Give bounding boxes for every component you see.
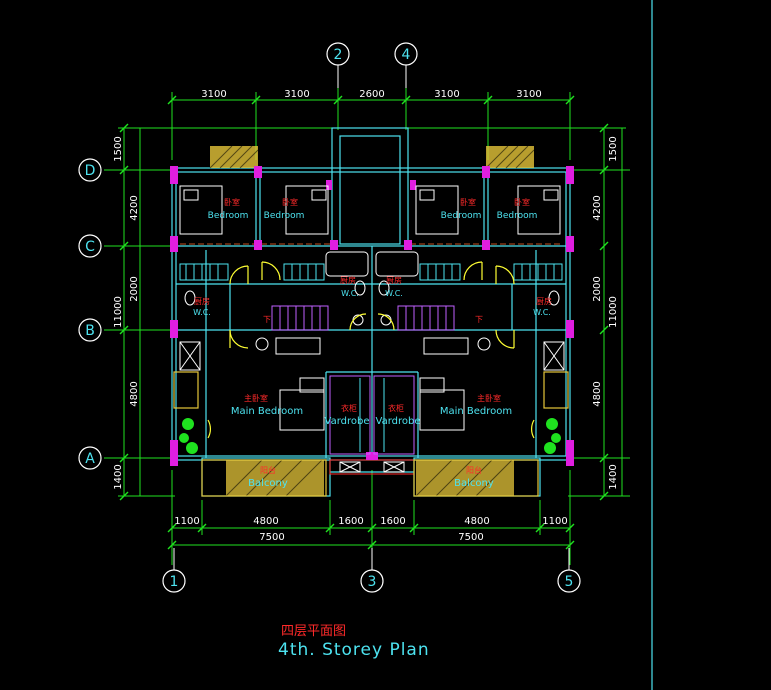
dimension-lines [104,70,630,565]
wc-3: W.C. [385,289,403,298]
balcony-cn-1: 阳台 [260,465,276,475]
balcony-cn-2: 阳台 [466,465,482,475]
axis-label-left-1: D [85,163,96,179]
kitchen-cn-2: 厨房 [386,275,402,285]
doors [207,261,535,439]
wardrobe-cn-2: 衣柜 [388,403,404,413]
stair-down-2: 下 [475,315,483,324]
bedroom-en-3: Bedroom [441,211,482,221]
dim-bottom-1: 1100 [174,516,199,527]
plants [179,418,561,454]
dim-left-total: 11000 [113,296,124,328]
dim-bottom-total-2: 7500 [458,532,483,543]
walls [171,127,571,497]
dim-top-4: 3100 [434,89,459,100]
dim-right-5: 1400 [608,464,619,489]
bedroom-en-1: Bedroom [208,211,249,221]
kitchen-cn-1: 厨房 [340,275,356,285]
main-bedroom-cn-1: 主卧室 [244,393,268,403]
axis-label-left-2: C [85,239,95,255]
bedroom-cn-2: 卧室 [282,197,298,207]
main-bedroom-en-1: Main Bedroom [231,406,303,417]
dim-left-2: 4200 [129,195,140,220]
axis-label-bottom-1: 1 [170,574,179,590]
bedroom-cn-1: 卧室 [224,197,240,207]
dim-top-2: 3100 [284,89,309,100]
racks [179,263,563,452]
dim-right-total: 11000 [608,296,619,328]
axis-label-bottom-3: 5 [565,574,574,590]
bedroom-cn-4: 卧室 [514,197,530,207]
balcony-en-1: Balcony [248,478,288,489]
main-bedroom-en-2: Main Bedroom [440,406,512,417]
dim-right-4: 4800 [592,381,603,406]
dim-left-5: 1400 [113,464,124,489]
balcony-outline [173,371,569,497]
axis-label-bottom-2: 3 [368,574,377,590]
balcony-en-2: Balcony [454,478,494,489]
dim-right-3: 2000 [592,276,603,301]
wardrobe-cn-1: 衣柜 [341,403,357,413]
wc-2: W.C. [341,289,359,298]
dim-top-1: 3100 [201,89,226,100]
dim-bottom-6: 1100 [542,516,567,527]
axis-label-top-2: 4 [402,47,411,63]
axis-label-top-1: 2 [334,47,343,63]
dim-bottom-5: 4800 [464,516,489,527]
wardrobe-lines [180,243,562,475]
dim-left-3: 2000 [129,276,140,301]
dim-right-1: 1500 [608,136,619,161]
dim-top-5: 3100 [516,89,541,100]
stair-down-1: 下 [263,315,271,324]
dim-bottom-3: 1600 [338,516,363,527]
dim-bottom-4: 1600 [380,516,405,527]
planter-hatch [209,145,535,497]
dim-bottom-total-1: 7500 [259,532,284,543]
bedroom-en-4: Bedroom [497,211,538,221]
planters [210,146,534,496]
wc-1: W.C. [193,308,211,317]
dim-bottom-2: 4800 [253,516,278,527]
dim-left-1: 1500 [113,136,124,161]
axis-label-left-4: A [85,451,95,467]
wardrobe-en-2: Vardrobe [376,416,421,427]
dimension-ticks [119,95,609,550]
wardrobe-en-1: Vardrobe [325,416,370,427]
axis-label-left-3: B [85,323,95,339]
kitchen-cn-4: 厨房 [536,296,552,306]
dim-left-4: 4800 [129,381,140,406]
bedroom-en-2: Bedroom [264,211,305,221]
axis-leaders [173,65,570,570]
stairs [271,305,455,455]
bedroom-cn-3: 卧室 [460,197,476,207]
furniture [179,185,565,473]
kitchen-cn-3: 厨房 [194,296,210,306]
dim-right-2: 4200 [592,195,603,220]
columns [170,166,574,466]
main-bedroom-cn-2: 主卧室 [477,393,501,403]
wc-4: W.C. [533,308,551,317]
plan-title-cn: 四层平面图 [281,624,347,639]
plan-title-en: 4th. Storey Plan [278,640,430,660]
dim-top-3: 2600 [359,89,384,100]
